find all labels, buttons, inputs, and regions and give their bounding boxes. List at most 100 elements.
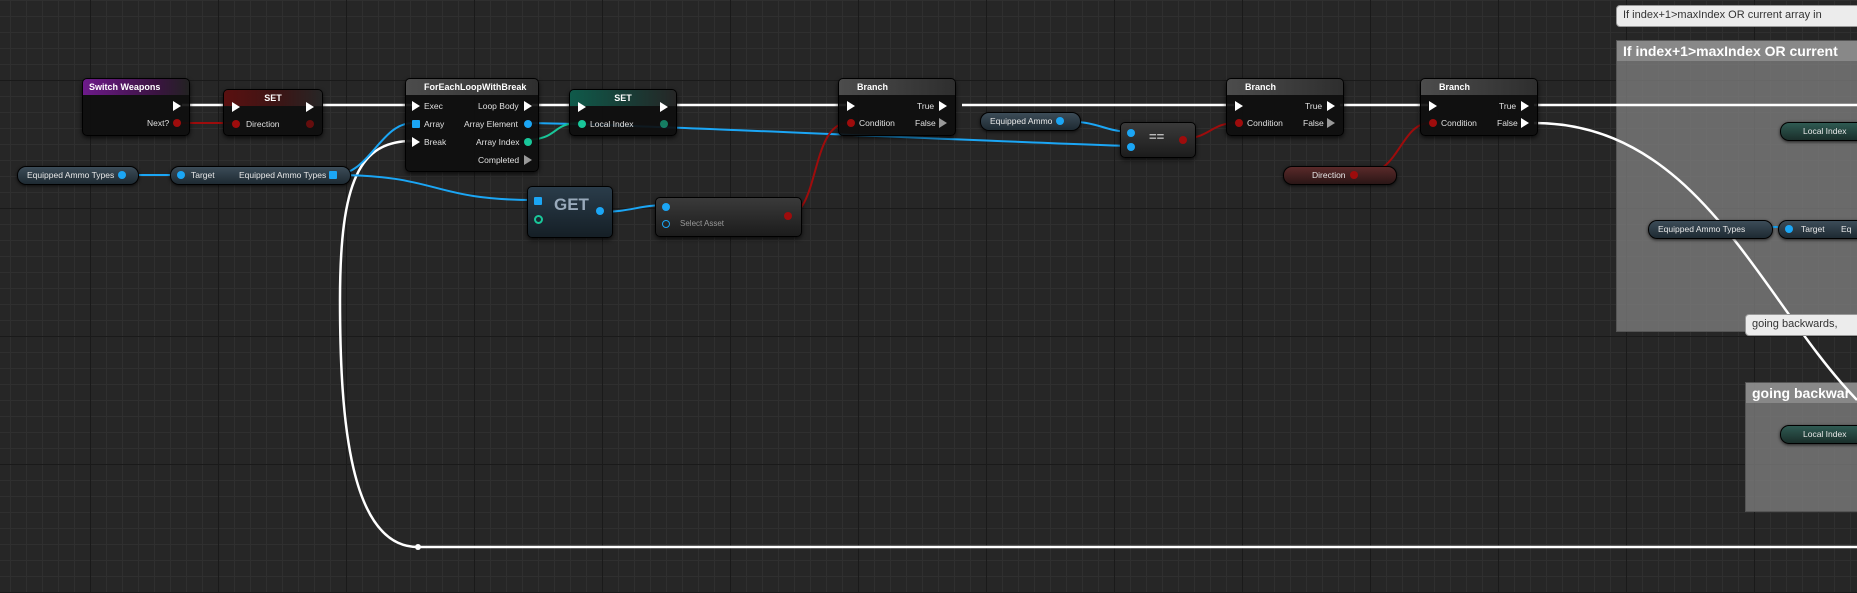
loop-body-label: Loop Body <box>478 101 519 111</box>
array-get-node[interactable]: GET <box>527 186 613 238</box>
target-get-equipped-ammo-types-node[interactable]: Target Equipped Ammo Types <box>170 166 351 185</box>
true-pin[interactable] <box>1327 101 1335 111</box>
reroute-knot <box>415 544 421 550</box>
bool-out-pin[interactable] <box>1179 136 1187 144</box>
direction-label: Direction <box>246 119 280 129</box>
comment-bubble: going backwards, <box>1745 314 1857 336</box>
false-pin[interactable] <box>1521 118 1529 128</box>
local-index-label: Local Index <box>590 119 634 129</box>
target-label: Target <box>191 170 215 180</box>
exec-in-pin[interactable] <box>1429 101 1437 111</box>
local-index-in-pin[interactable] <box>578 120 586 128</box>
index-in-pin[interactable] <box>534 215 543 224</box>
condition-label: Condition <box>1441 118 1477 128</box>
comment-bubble: If index+1>maxIndex OR current array in <box>1616 5 1857 27</box>
equipped-ammo-types-variable[interactable]: Equipped Ammo Types <box>1648 220 1773 239</box>
false-label: False <box>915 118 936 128</box>
item-out-pin[interactable] <box>596 207 604 215</box>
condition-pin[interactable] <box>847 119 855 127</box>
comment-box-index-check[interactable]: If index+1>maxIndex OR current <box>1616 40 1857 332</box>
exec-in-pin[interactable] <box>232 102 240 112</box>
next-pin[interactable] <box>173 119 181 127</box>
node-title: SET <box>224 90 322 106</box>
a-in-pin[interactable] <box>1127 129 1135 137</box>
exec-label: Exec <box>424 101 443 111</box>
condition-pin[interactable] <box>1429 119 1437 127</box>
condition-label: Condition <box>1247 118 1283 128</box>
output-label: Eq <box>1841 224 1852 234</box>
loop-body-pin[interactable] <box>524 101 532 111</box>
array-in-pin[interactable] <box>412 120 420 128</box>
output-array-pin[interactable] <box>329 171 337 179</box>
exec-in-pin[interactable] <box>1235 101 1243 111</box>
comment-title: If index+1>maxIndex OR current <box>1617 41 1857 61</box>
condition-pin[interactable] <box>1235 119 1243 127</box>
direction-variable[interactable]: Direction <box>1283 166 1397 185</box>
local-index-variable[interactable]: Local Index <box>1780 122 1857 141</box>
condition-label: Condition <box>859 118 895 128</box>
false-pin[interactable] <box>1327 118 1335 128</box>
next-label: Next? <box>147 118 170 128</box>
equipped-ammo-out-pin[interactable] <box>1056 117 1064 125</box>
target-pin[interactable] <box>177 171 185 179</box>
target-pin[interactable] <box>1785 225 1793 233</box>
target-get-node[interactable]: Target Eq <box>1778 220 1857 239</box>
true-pin[interactable] <box>1521 101 1529 111</box>
set-local-index-node[interactable]: SET Local Index <box>569 89 677 136</box>
equals-node[interactable]: == <box>1120 122 1196 158</box>
direction-out-pin[interactable] <box>306 120 314 128</box>
node-title: Branch <box>1227 79 1343 95</box>
select-asset-node[interactable]: Select Asset <box>655 197 802 237</box>
array-in-pin[interactable] <box>534 197 542 205</box>
local-index-variable[interactable]: Local Index <box>1780 425 1857 444</box>
break-label: Break <box>424 137 447 147</box>
set-direction-node[interactable]: SET Direction <box>223 89 323 136</box>
completed-label: Completed <box>478 155 520 165</box>
array-index-label: Array Index <box>476 137 520 147</box>
select-in-pin[interactable] <box>662 203 670 211</box>
node-title: ForEachLoopWithBreak <box>406 79 538 95</box>
true-label: True <box>1305 101 1323 111</box>
node-title: Switch Weapons <box>83 79 189 95</box>
comment-box-backwards[interactable]: going backwar <box>1745 382 1857 512</box>
exec-out-pin[interactable] <box>660 102 668 112</box>
completed-pin[interactable] <box>524 155 532 165</box>
break-pin[interactable] <box>412 137 420 147</box>
foreach-loop-with-break-node[interactable]: ForEachLoopWithBreak Exec Loop Body Arra… <box>405 78 539 172</box>
switch-weapons-event-node[interactable]: Switch Weapons Next? <box>82 78 190 136</box>
exec-wire <box>338 139 1857 549</box>
target-label: Target <box>1801 224 1825 234</box>
array-element-pin[interactable] <box>524 120 532 128</box>
false-label: False <box>1497 118 1518 128</box>
array-index-pin[interactable] <box>524 138 532 146</box>
exec-in-pin[interactable] <box>578 102 586 112</box>
false-pin[interactable] <box>939 118 947 128</box>
b-in-pin[interactable] <box>1127 143 1135 151</box>
true-label: True <box>1499 101 1517 111</box>
branch-node-1[interactable]: Branch True Condition False <box>838 78 956 136</box>
node-title: Branch <box>839 79 955 95</box>
select-asset-label: Select Asset <box>680 219 725 228</box>
branch-node-3[interactable]: Branch True Condition False <box>1420 78 1538 136</box>
direction-in-pin[interactable] <box>232 120 240 128</box>
exec-out-pin[interactable] <box>306 102 314 112</box>
exec-wire <box>1533 121 1857 401</box>
node-title: SET <box>570 90 676 106</box>
equipped-ammo-types-out-pin[interactable] <box>118 171 126 179</box>
equipped-ammo-types-variable[interactable]: Equipped Ammo Types <box>17 166 139 185</box>
equals-out-pin[interactable] <box>784 212 792 220</box>
asset-in-pin[interactable] <box>662 220 670 228</box>
branch-node-2[interactable]: Branch True Condition False <box>1226 78 1344 136</box>
exec-in-pin[interactable] <box>847 101 855 111</box>
exec-out-pin[interactable] <box>173 101 181 111</box>
false-label: False <box>1303 118 1324 128</box>
local-index-out-pin[interactable] <box>660 120 668 128</box>
true-label: True <box>917 101 935 111</box>
array-label: Array <box>424 119 445 129</box>
get-label: GET <box>554 195 589 214</box>
true-pin[interactable] <box>939 101 947 111</box>
direction-out-pin[interactable] <box>1350 171 1358 179</box>
equipped-ammo-variable[interactable]: Equipped Ammo <box>980 112 1081 131</box>
exec-in-pin[interactable] <box>412 101 420 111</box>
object-wire <box>333 174 535 201</box>
